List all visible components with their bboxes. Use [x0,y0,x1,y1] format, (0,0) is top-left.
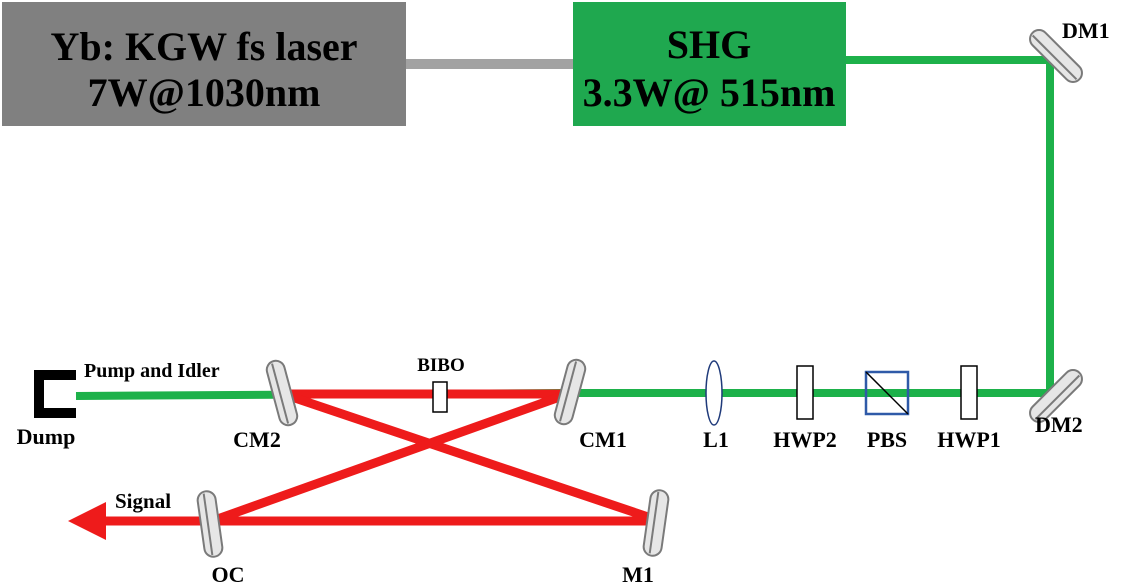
cm1-mirror [553,358,587,426]
dm2-mirror [1029,369,1083,423]
shg-power: 3.3W@ 515nm [583,70,836,115]
shg-title: SHG [667,22,751,67]
bibo-crystal [432,381,448,413]
pbs-cube [864,370,910,416]
dm1-mirror [1029,29,1083,83]
cavity-beams [100,389,656,526]
oc-label: OC [212,562,245,587]
hwp1-waveplate [960,365,978,420]
m1-label: M1 [622,562,654,587]
beam-dump [34,370,76,418]
l1-lens [705,360,723,426]
dm2-label: DM2 [1035,412,1083,437]
pbs-label: PBS [867,427,907,452]
cm1-label: CM1 [579,427,627,452]
laser-box [2,2,406,126]
oc-mirror [196,490,224,558]
laser-power: 7W@1030nm [88,70,321,115]
m1-mirror [642,489,670,557]
pump-idler-label: Pump and Idler [84,360,220,382]
cm2-label: CM2 [233,427,281,452]
shg-box [573,2,846,126]
signal-label: Signal [115,489,171,513]
signal-arrowhead [68,502,106,540]
laser-title: Yb: KGW fs laser [50,24,357,69]
bibo-label: BIBO [417,355,465,376]
hwp2-waveplate [796,365,814,420]
hwp2-label: HWP2 [773,427,837,452]
cm2-mirror [265,359,299,427]
hwp1-label: HWP1 [937,427,1001,452]
dump-label: Dump [17,424,76,449]
dm1-label: DM1 [1062,18,1110,43]
l1-label: L1 [703,427,729,452]
cavity-beam-cm1-oc [210,389,570,526]
cavity-beam-cm2-m1 [281,389,656,524]
